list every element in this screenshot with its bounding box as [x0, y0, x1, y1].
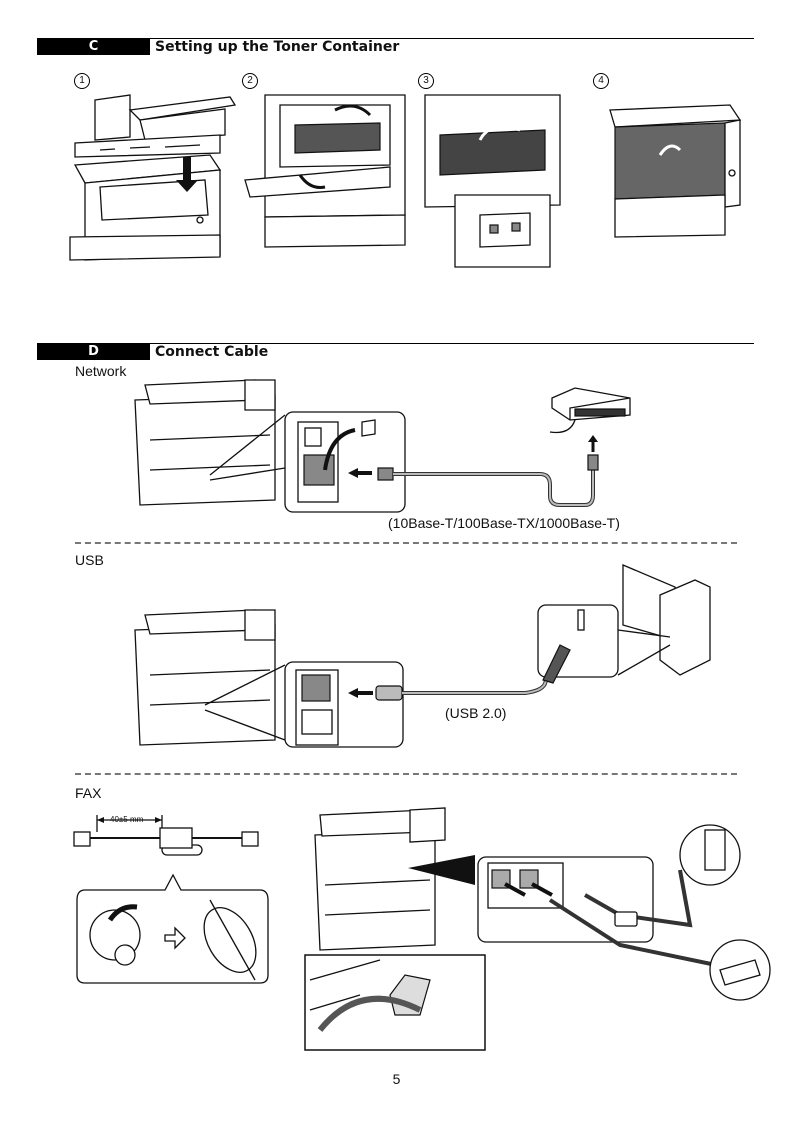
section-c-header: C Setting up the Toner Container [37, 38, 754, 55]
network-cable-spec: (10Base-T/100Base-TX/1000Base-T) [388, 515, 620, 531]
section-title: Setting up the Toner Container [155, 39, 400, 55]
step-number: 2 [242, 73, 258, 89]
usb-cable-spec: (USB 2.0) [445, 705, 507, 721]
close-cover-illustration-step-4 [609, 104, 742, 238]
usb-label: USB [75, 552, 104, 568]
section-title: Connect Cable [155, 344, 269, 360]
page-number: 5 [392, 1071, 401, 1087]
fax-connection-illustration [304, 807, 771, 1051]
ferrite-core-cable-illustration [73, 815, 259, 856]
section-d-header: D Connect Cable [37, 343, 754, 360]
step-number: 1 [74, 73, 90, 89]
network-label: Network [75, 363, 127, 379]
divider [75, 773, 737, 775]
ferrite-measurement: 40±5 mm [110, 815, 144, 824]
fax-label: FAX [75, 785, 102, 801]
open-cover-illustration-step-2 [244, 94, 406, 248]
usb-connection-illustration [134, 564, 711, 748]
step-number: 4 [593, 73, 609, 89]
ferrite-core-clamp-detail [76, 873, 269, 984]
toner-insert-illustration-step-3 [424, 94, 561, 268]
section-letter: D [37, 344, 150, 360]
printer-illustration-step-1 [69, 94, 237, 261]
step-number: 3 [418, 73, 434, 89]
network-connection-illustration [134, 379, 631, 513]
section-letter: C [37, 39, 150, 55]
divider [75, 542, 737, 544]
